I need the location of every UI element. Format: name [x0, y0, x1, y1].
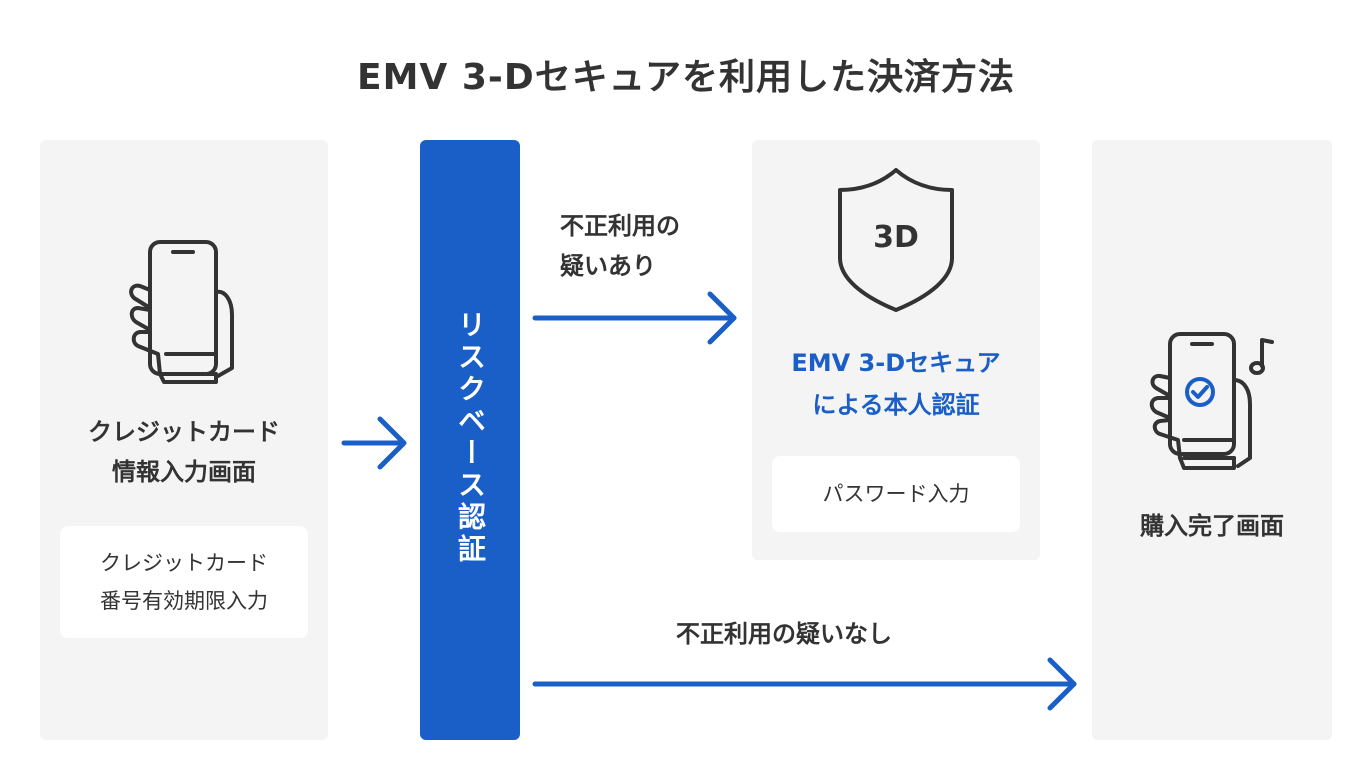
card-number-text: クレジットカード 番号有効期限入力 [100, 551, 268, 613]
emv-3ds-panel: 3D EMV 3-Dセキュア による本人認証 パスワード入力 [752, 140, 1040, 560]
phone-check-icon [1149, 332, 1274, 470]
suspicious-label: 不正利用の 疑いあり [560, 212, 680, 280]
purchase-complete-heading: 購入完了画面 [1140, 512, 1284, 540]
risk-based-auth-label: リスクベース認証 [454, 310, 487, 566]
risk-based-auth-bar: リスクベース認証 [420, 140, 520, 740]
password-text: パスワード入力 [822, 482, 970, 506]
card-input-heading: クレジットカード 情報入力画面 [88, 418, 280, 486]
shield-3d-icon [838, 168, 954, 312]
shield-badge-text: 3D [873, 220, 919, 255]
password-box: パスワード入力 [772, 456, 1020, 532]
emv-3ds-heading: EMV 3-Dセキュア による本人認証 [791, 349, 1001, 419]
not-suspicious-label: 不正利用の疑いなし [676, 620, 892, 648]
page-title: EMV 3-Dセキュアを利用した決済方法 [357, 57, 1015, 98]
purchase-complete-panel: 購入完了画面 [1092, 140, 1332, 740]
phone-in-hand-icon [129, 240, 234, 384]
card-input-panel: クレジットカード 情報入力画面 クレジットカード 番号有効期限入力 [40, 140, 328, 740]
card-number-box: クレジットカード 番号有効期限入力 [60, 526, 308, 638]
